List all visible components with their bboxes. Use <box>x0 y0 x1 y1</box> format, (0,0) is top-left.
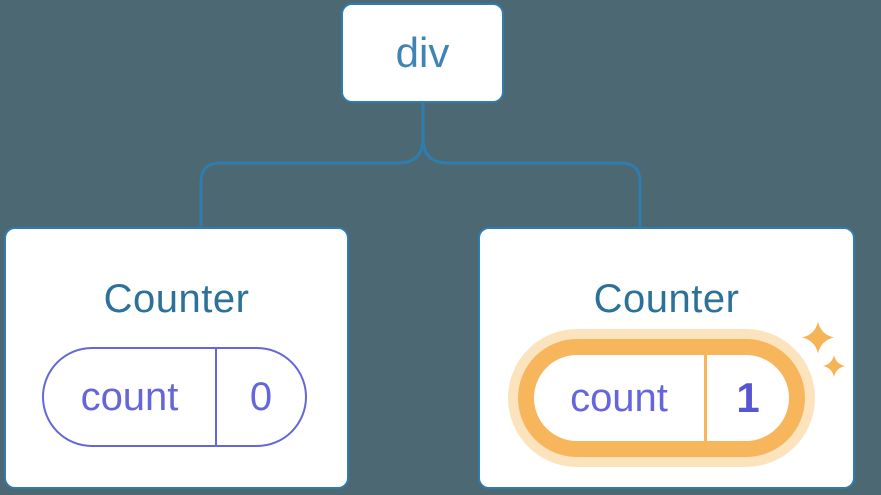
counter-node-right: Counter count 1 <box>478 227 855 489</box>
sparkle-small <box>823 355 845 377</box>
sparkles-icon <box>802 321 845 377</box>
state-pill-divider <box>704 355 707 441</box>
state-pill-divider <box>215 349 217 445</box>
sparkle-large <box>802 321 834 354</box>
state-value: 1 <box>736 374 760 421</box>
connector-right-branch <box>421 101 642 228</box>
tree-node-div: div <box>341 3 504 103</box>
state-value: 0 <box>249 374 273 419</box>
connector-left-branch <box>199 101 425 228</box>
counter-title: Counter <box>103 277 250 321</box>
state-key-label: count <box>570 375 668 420</box>
counter-title: Counter <box>593 277 740 321</box>
state-pill-highlighted: count 1 <box>518 339 805 457</box>
counter-node-left: Counter count 0 <box>4 227 349 489</box>
state-key-label: count <box>80 374 179 419</box>
state-pill: count 0 <box>42 347 307 447</box>
div-node-label: div <box>395 29 450 76</box>
